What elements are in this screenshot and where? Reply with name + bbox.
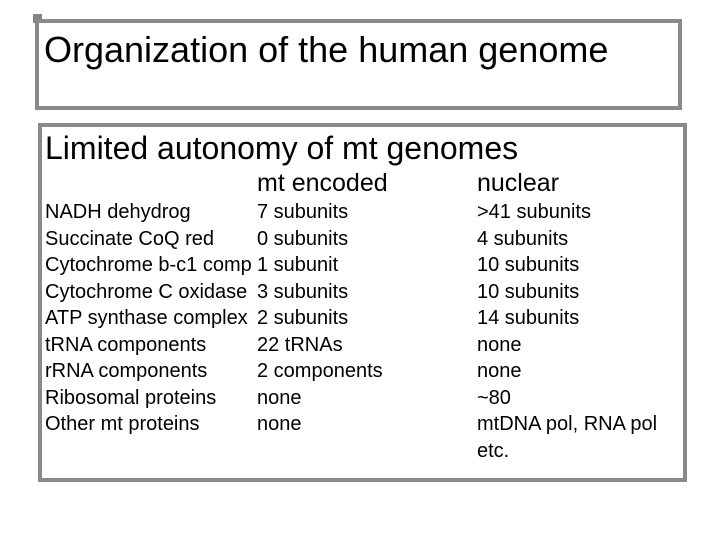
nuclear-cell: none — [477, 360, 522, 382]
component-cell: ATP synthase complex — [45, 307, 248, 329]
nuclear-cell: 10 subunits — [477, 254, 580, 276]
component-cell: NADH dehydrog — [45, 201, 191, 223]
component-cell: tRNA components — [45, 333, 207, 356]
column-header-component — [43, 167, 257, 199]
slide-title: Organization of the human genome — [44, 29, 609, 70]
mt-encoded-cell: none — [257, 386, 302, 409]
mt-genome-table: mt encoded nuclear NADH dehydrog 7 subun… — [43, 167, 683, 464]
mt-encoded-cell: 3 subunits — [257, 280, 349, 303]
mt-encoded-cell: 2 subunits — [257, 307, 349, 329]
component-cell: Cytochrome C oxidase — [45, 280, 248, 303]
corner-decoration-square — [33, 14, 42, 23]
nuclear-cell: 14 subunits — [477, 307, 580, 329]
component-cell: Ribosomal proteins — [45, 386, 217, 409]
column-header-nuclear: nuclear — [477, 169, 559, 197]
mt-encoded-cell: 22 tRNAs — [257, 333, 343, 356]
column-header-mt-encoded: mt encoded — [257, 169, 388, 197]
component-cell: rRNA components — [45, 360, 208, 382]
content-heading: Limited autonomy of mt genomes — [45, 130, 519, 166]
nuclear-cell: none — [477, 333, 522, 356]
nuclear-cell: >41 subunits — [477, 201, 591, 223]
mt-encoded-cell: 1 subunit — [257, 254, 339, 276]
mt-encoded-cell: 7 subunits — [257, 201, 349, 223]
nuclear-cell: mtDNA pol, RNA pol etc. — [477, 413, 658, 462]
component-cell: Succinate CoQ red — [45, 227, 214, 250]
nuclear-cell: ~80 — [477, 386, 511, 409]
content-box: Limited autonomy of mt genomes mt encode… — [38, 123, 687, 482]
nuclear-cell: 4 subunits — [477, 227, 569, 250]
nuclear-cell: 10 subunits — [477, 280, 580, 303]
slide-title-box: Organization of the human genome — [35, 19, 682, 110]
component-cell: Other mt proteins — [45, 413, 200, 435]
mt-encoded-cell: 2 components — [257, 360, 383, 382]
mt-encoded-cell: none — [257, 413, 302, 435]
component-cell: Cytochrome b-c1 comp — [45, 254, 252, 276]
mt-encoded-cell: 0 subunits — [257, 227, 349, 250]
